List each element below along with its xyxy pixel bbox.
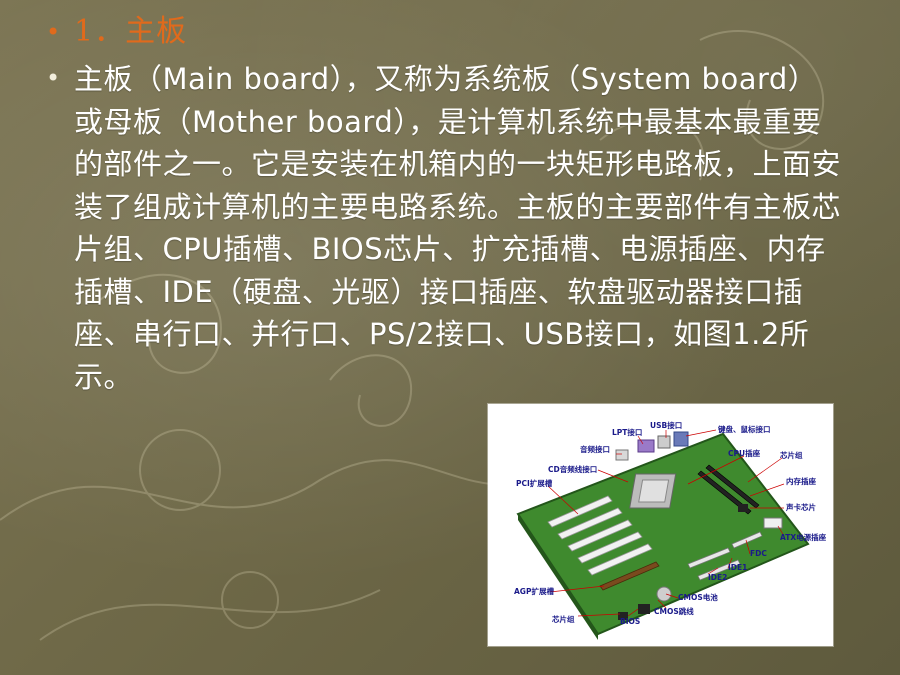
label-usb: USB接口 bbox=[650, 420, 682, 430]
label-fdc: FDC bbox=[750, 549, 767, 558]
label-memory: 内存插座 bbox=[786, 476, 816, 486]
label-sound-chip: 声卡芯片 bbox=[785, 502, 816, 512]
heading-line: • 1．主板 bbox=[46, 10, 880, 54]
label-cpu-socket: CPU插座 bbox=[728, 448, 761, 458]
motherboard-illustration: LPT接口 USB接口 键盘、鼠标接口 音频接口 CPU插座 芯片组 CD音频线… bbox=[514, 420, 827, 640]
label-agp: AGP扩展槽 bbox=[514, 586, 554, 596]
heading-title: 1．主板 bbox=[74, 14, 188, 49]
label-lpt: LPT接口 bbox=[612, 427, 642, 437]
label-bios: BIOS bbox=[620, 617, 640, 626]
label-keyboard: 键盘、鼠标接口 bbox=[717, 424, 771, 434]
heading-bullet: • bbox=[46, 18, 61, 46]
paragraph-bullet: • bbox=[46, 64, 61, 92]
label-ide2: IDE2 bbox=[708, 573, 727, 582]
paragraph-text: 主板（Main board），又称为系统板（System board）或母板（M… bbox=[74, 62, 842, 394]
label-cmos-jumper: CMOS跳线 bbox=[654, 606, 694, 616]
label-chipset-bottom: 芯片组 bbox=[552, 614, 575, 624]
paragraph-line: • 主板（Main board），又称为系统板（System board）或母板… bbox=[46, 58, 880, 398]
label-audio: 音频接口 bbox=[580, 444, 610, 454]
label-cd-audio: CD音频线接口 bbox=[548, 464, 597, 474]
label-atx: ATX电源插座 bbox=[780, 532, 827, 542]
label-ide1: IDE1 bbox=[728, 563, 747, 572]
label-pci: PCI扩展槽 bbox=[516, 478, 553, 488]
label-cmos-battery: CMOS电池 bbox=[678, 592, 718, 602]
label-chipset-top: 芯片组 bbox=[780, 450, 803, 460]
motherboard-figure: LPT接口 USB接口 键盘、鼠标接口 音频接口 CPU插座 芯片组 CD音频线… bbox=[488, 404, 833, 646]
